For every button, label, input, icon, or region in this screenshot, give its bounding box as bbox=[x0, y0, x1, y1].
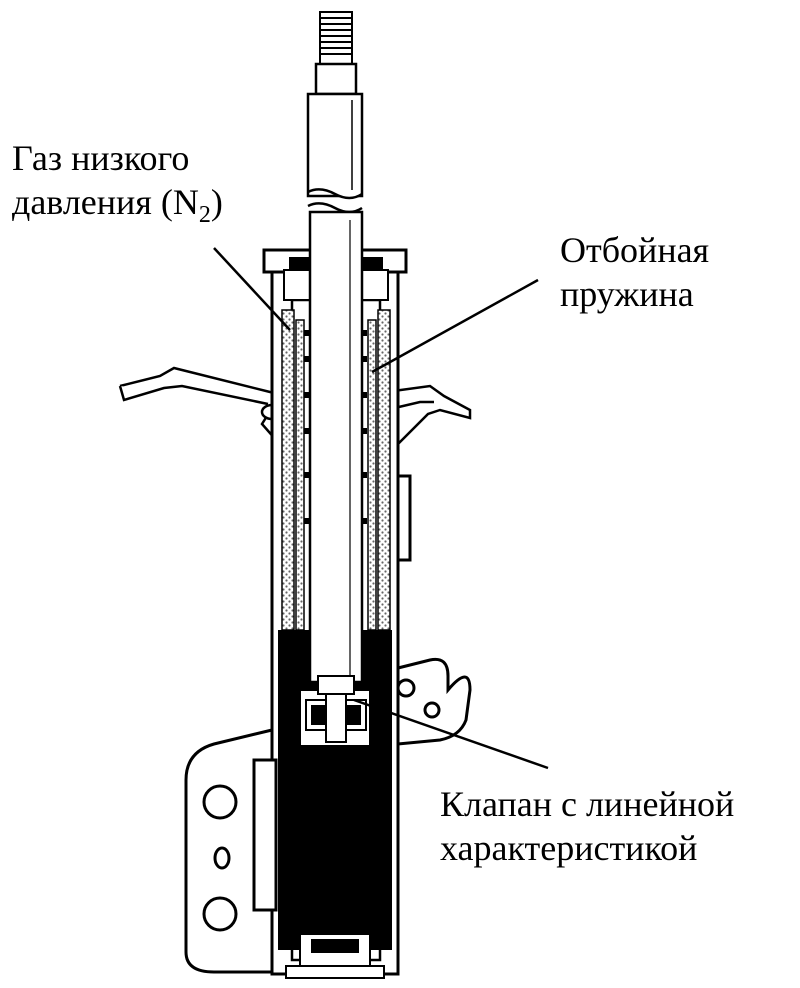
spring-seat-bracket bbox=[118, 366, 472, 448]
gas-label-line2: давления (N2) bbox=[12, 180, 223, 229]
valve-label-line1: Клапан с линейной bbox=[440, 784, 735, 824]
gas-label-line2-main: давления (N bbox=[12, 182, 199, 222]
gas-label: Газ низкого давления (N2) bbox=[12, 136, 223, 229]
spring-label-line2: пружина bbox=[560, 274, 694, 314]
sensor-bracket bbox=[396, 474, 472, 746]
piston-rod-upper bbox=[306, 92, 364, 214]
linear-valve bbox=[305, 675, 367, 743]
base-valve bbox=[285, 933, 385, 979]
spring-leader bbox=[371, 278, 539, 374]
gas-label-line2-end: ) bbox=[210, 182, 223, 222]
gas-chamber bbox=[281, 309, 391, 631]
spring-label-line1: Отбойная bbox=[560, 230, 710, 270]
mounting-bracket bbox=[184, 728, 278, 974]
valve-leader bbox=[353, 698, 549, 770]
valve-label: Клапан с линейной характеристикой bbox=[440, 782, 734, 870]
gas-label-subscript: 2 bbox=[198, 202, 211, 228]
piston-rod-lower bbox=[304, 210, 367, 684]
leader-lines bbox=[213, 247, 549, 770]
rod-thread bbox=[314, 11, 358, 96]
valve-label-line2: характеристикой bbox=[440, 828, 698, 868]
spring-label: Отбойная пружина bbox=[560, 228, 709, 316]
gas-label-line1: Газ низкого bbox=[12, 138, 190, 178]
gas-leader bbox=[213, 247, 291, 331]
